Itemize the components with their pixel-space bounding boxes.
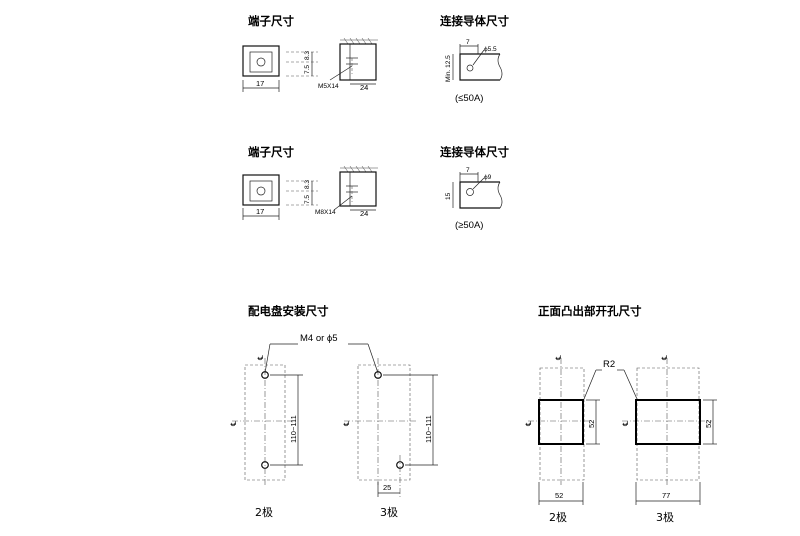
mounting-hole-bottom-3p (396, 461, 404, 469)
terminal-hole-2 (256, 186, 266, 196)
pole-label-3p: 3极 (380, 505, 398, 519)
screw-spec-2: M8X14 (315, 209, 336, 216)
centerline-mark: ℄ (524, 420, 533, 427)
terminal-size-title-2: 端子尺寸 (248, 145, 294, 159)
mounting-hole-top-2p (261, 371, 269, 379)
mounting-3p-outline (357, 364, 411, 481)
dim-top-2: 8.3 (304, 180, 311, 189)
cond-top-1: 7 (466, 39, 470, 46)
conductor-outline-1 (459, 53, 500, 81)
dim-offset-3p: 25 (383, 483, 391, 492)
dim-width-1: 17 (256, 79, 264, 88)
panel-mounting-drawing: 配电盘安装尺寸 M4 or ϕ5 ℄ ℄ 110~111 2极 ℄ (229, 304, 438, 519)
cutout-3p-rect (635, 399, 701, 445)
terminal-front-outline-2 (242, 174, 280, 206)
pole-label-2p: 2极 (549, 510, 567, 524)
terminal-square-2 (249, 180, 273, 202)
terminal-drawing-2: 端子尺寸 17 8.3 7.5 M8X14 24 (242, 145, 378, 220)
cond-top-2: 7 (466, 167, 470, 174)
cutout-title: 正面凸出部开孔尺寸 (538, 304, 642, 318)
mounting-3p: ℄ 110~111 25 3极 (342, 358, 438, 519)
cutout-width-3p: 77 (662, 491, 670, 500)
centerline-mark: ℄ (660, 354, 669, 361)
cond-hole-2: ϕ9 (484, 174, 492, 181)
terminal-front-outline-1 (242, 45, 280, 77)
cutout-height-3p: 52 (704, 420, 713, 428)
centerline-mark: ℄ (554, 354, 563, 361)
dim-bottom-1: 7.5 (304, 65, 311, 74)
dim-depth-2: 24 (360, 209, 368, 218)
terminal-side-view-1 (329, 37, 378, 85)
terminal-drawing-1: 端子尺寸 17 8.3 7.5 M5 (242, 14, 378, 92)
dim-width-2: 17 (256, 207, 264, 216)
conductor-hole-2 (466, 188, 474, 196)
dim-depth-1: 24 (360, 83, 368, 92)
cutout-2p-rect (538, 399, 584, 445)
pole-label-2p: 2极 (255, 505, 273, 519)
centerline-mark: ℄ (256, 354, 265, 361)
panel-cutout-drawing: 正面凸出部开孔尺寸 R2 ℄ ℄ 52 52 2极 ℄ (524, 304, 717, 524)
mounting-hole-top-3p (374, 371, 382, 379)
mounting-callout: M4 or ϕ5 (300, 333, 338, 344)
dim-bottom-2: 7.5 (304, 195, 311, 204)
rating-2: (≥50A) (455, 220, 483, 231)
cutout-width-2p: 52 (555, 491, 563, 500)
terminal-size-title-1: 端子尺寸 (248, 14, 294, 28)
corner-radius: R2 (603, 359, 615, 370)
screw-spec-1: M5X14 (318, 83, 339, 90)
cutout-3p: ℄ ℄ 52 77 3极 (621, 354, 717, 524)
cutout-height-2p: 52 (587, 420, 596, 428)
cond-min-1: Min. 12.5 (445, 55, 452, 82)
dim-height-2p: 110~111 (289, 415, 298, 443)
conductor-size-title-2: 连接导体尺寸 (440, 145, 509, 159)
conductor-hole-1 (466, 64, 474, 72)
dim-top-1: 8.3 (304, 51, 311, 60)
centerline-mark: ℄ (342, 420, 351, 427)
rating-1: (≤50A) (455, 93, 483, 104)
cond-height-2: 15 (445, 192, 452, 200)
conductor-size-title-1: 连接导体尺寸 (440, 14, 509, 28)
cond-hole-1: ϕ5.5 (484, 46, 497, 53)
terminal-square-1 (249, 51, 273, 73)
terminal-side-view-2 (333, 165, 378, 211)
pole-label-3p: 3极 (656, 510, 674, 524)
conductor-outline-2 (459, 181, 500, 209)
dim-height-3p: 110~111 (424, 415, 433, 443)
cutout-2p: ℄ ℄ 52 52 2极 (524, 354, 600, 524)
mounting-title: 配电盘安装尺寸 (248, 304, 329, 318)
conductor-drawing-2: 连接导体尺寸 7 ϕ9 15 (≥50A) (440, 145, 509, 231)
centerline-mark: ℄ (621, 420, 630, 427)
mounting-2p: ℄ ℄ 110~111 2极 (229, 354, 303, 519)
conductor-drawing-1: 连接导体尺寸 7 ϕ5.5 Min. 12.5 (≤50A) (440, 14, 509, 104)
centerline-mark: ℄ (229, 420, 238, 427)
mounting-hole-bottom-2p (261, 461, 269, 469)
terminal-hole-1 (256, 57, 266, 67)
